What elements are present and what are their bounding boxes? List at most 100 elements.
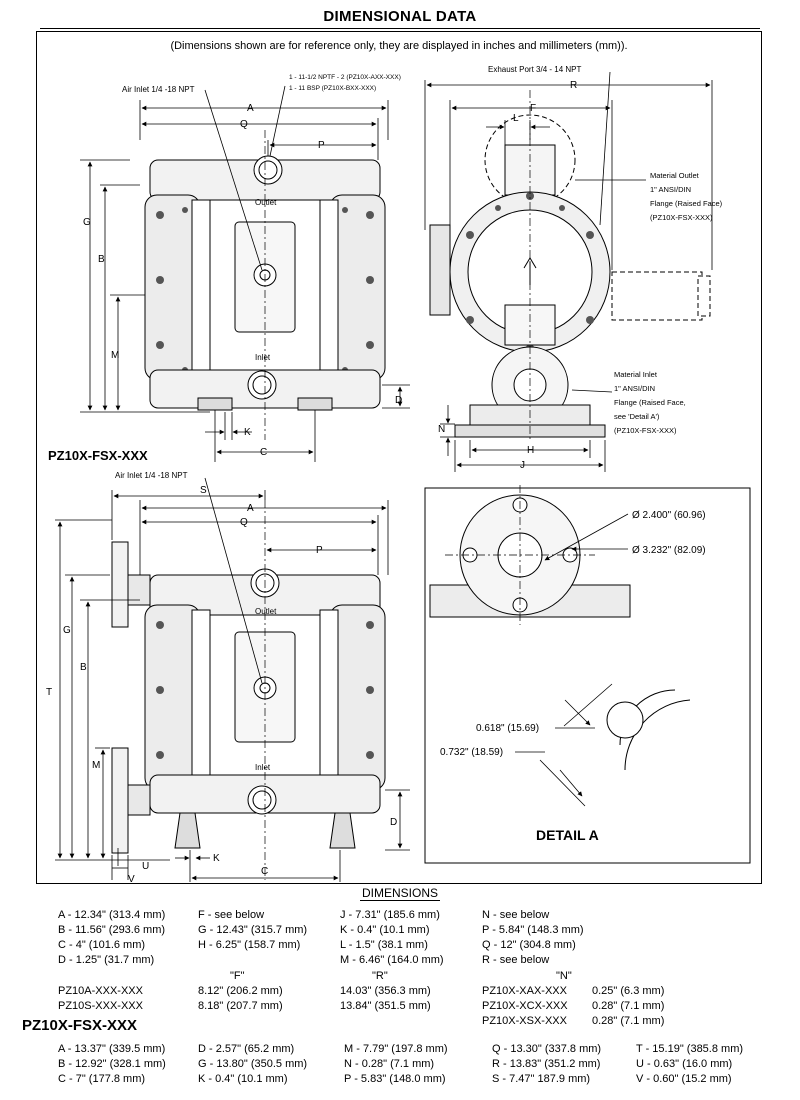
svg-text:0.618" (15.69): 0.618" (15.69) xyxy=(476,723,539,734)
dim-entry: C - 7" (177.8 mm) xyxy=(58,1073,146,1085)
svg-text:Outlet: Outlet xyxy=(255,198,277,207)
dim-entry: D - 2.57" (65.2 mm) xyxy=(198,1043,295,1055)
dimensions-header: DIMENSIONS xyxy=(359,886,440,901)
svg-text:G: G xyxy=(63,625,71,636)
svg-text:Outlet: Outlet xyxy=(255,607,277,616)
svg-text:Q: Q xyxy=(240,119,248,130)
svg-text:0.732" (18.59): 0.732" (18.59) xyxy=(440,747,503,758)
svg-text:S: S xyxy=(200,485,207,496)
dim-entry: H - 6.25" (158.7 mm) xyxy=(198,939,301,951)
col-header-n: "N" xyxy=(556,970,572,982)
detail-a-box xyxy=(424,487,751,864)
svg-text:D: D xyxy=(395,395,402,406)
dim-entry: N - 0.28" (7.1 mm) xyxy=(344,1058,435,1070)
svg-text:Ø 3.232" (82.09): Ø 3.232" (82.09) xyxy=(632,545,706,556)
r-value: 13.84" (351.5 mm) xyxy=(340,1000,431,1012)
dim-entry: R - see below xyxy=(482,954,550,966)
model-code: PZ10A-XXX-XXX xyxy=(58,985,143,997)
n-value: 0.28" (7.1 mm) xyxy=(592,1000,665,1012)
tr-labels: Exhaust Port 3/4 - 14 NPT R F L N H J Ma… xyxy=(438,65,723,471)
detail-a-drawing xyxy=(429,485,691,771)
svg-text:P: P xyxy=(316,545,323,556)
technical-drawing: Air Inlet 1/4 -18 NPT 1 - 11-1/2 NPTF - … xyxy=(46,65,751,885)
svg-text:Q: Q xyxy=(240,517,248,528)
f-value: 8.18" (207.7 mm) xyxy=(198,1000,283,1012)
model-label-flanged-table: PZ10X-FSX-XXX xyxy=(22,1017,138,1034)
col-header-f: "F" xyxy=(230,970,245,982)
dim-entry: D - 1.25" (31.7 mm) xyxy=(58,954,155,966)
front-view-flanged xyxy=(111,500,386,880)
model-code: PZ10X-XAX-XXX xyxy=(482,985,567,997)
svg-text:(PZ10X-FSX-XXX): (PZ10X-FSX-XXX) xyxy=(650,213,713,222)
svg-text:Material Outlet: Material Outlet xyxy=(650,171,700,180)
drawing-frame xyxy=(36,31,762,884)
dim-entry: V - 0.60" (15.2 mm) xyxy=(636,1073,732,1085)
svg-text:Air Inlet 1/4 -18 NPT: Air Inlet 1/4 -18 NPT xyxy=(115,471,188,480)
page-title: DIMENSIONAL DATA xyxy=(323,8,477,25)
svg-text:L: L xyxy=(513,113,519,124)
dim-entry: G - 12.43" (315.7 mm) xyxy=(198,924,308,936)
dim-entry: K - 0.4" (10.1 mm) xyxy=(198,1073,288,1085)
svg-text:A: A xyxy=(247,103,254,114)
svg-text:C: C xyxy=(260,447,267,458)
svg-text:A: A xyxy=(247,503,254,514)
n-value: 0.25" (6.3 mm) xyxy=(592,985,665,997)
title-underline xyxy=(40,28,760,29)
svg-text:1 - 11-1/2 NPTF - 2 (PZ10X-AXX: 1 - 11-1/2 NPTF - 2 (PZ10X-AXX-XXX) xyxy=(289,74,401,81)
dim-entry: B - 12.92" (328.1 mm) xyxy=(58,1058,166,1070)
dim-entry: J - 7.31" (185.6 mm) xyxy=(340,909,440,921)
svg-text:B: B xyxy=(98,254,105,265)
dim-entry: K - 0.4" (10.1 mm) xyxy=(340,924,430,936)
svg-text:Inlet: Inlet xyxy=(255,763,271,772)
svg-text:see 'Detail A'): see 'Detail A') xyxy=(614,412,660,421)
dim-entry: S - 7.47" 187.9 mm) xyxy=(492,1073,591,1085)
svg-text:R: R xyxy=(570,80,577,91)
svg-text:P: P xyxy=(318,140,325,151)
svg-text:1" ANSI/DIN: 1" ANSI/DIN xyxy=(614,384,655,393)
tl-labels: Air Inlet 1/4 -18 NPT 1 - 11-1/2 NPTF - … xyxy=(83,74,402,458)
dim-entry: G - 13.80" (350.5 mm) xyxy=(198,1058,308,1070)
model-label-flanged: PZ10X-FSX-XXX xyxy=(48,448,148,463)
svg-text:Air Inlet 1/4 -18 NPT: Air Inlet 1/4 -18 NPT xyxy=(122,85,195,94)
svg-text:DETAIL A: DETAIL A xyxy=(536,827,599,843)
dim-entry: U - 0.63" (16.0 mm) xyxy=(636,1058,733,1070)
svg-text:Ø 2.400" (60.96): Ø 2.400" (60.96) xyxy=(632,510,706,521)
f-value: 8.12" (206.2 mm) xyxy=(198,985,283,997)
dim-entry: P - 5.83" (148.0 mm) xyxy=(344,1073,446,1085)
dim-entry: Q - 13.30" (337.8 mm) xyxy=(492,1043,602,1055)
svg-text:G: G xyxy=(83,217,91,228)
outlet-flange xyxy=(111,541,129,628)
svg-text:M: M xyxy=(92,760,100,771)
dim-entry: N - see below xyxy=(482,909,550,921)
svg-text:H: H xyxy=(527,445,534,456)
svg-text:K: K xyxy=(213,853,220,864)
col-header-r: "R" xyxy=(372,970,388,982)
dim-entry: Q - 12" (304.8 mm) xyxy=(482,939,576,951)
model-code: PZ10S-XXX-XXX xyxy=(58,1000,143,1012)
svg-text:K: K xyxy=(244,427,251,438)
svg-text:Flange (Raised Face,: Flange (Raised Face, xyxy=(614,398,686,407)
svg-text:Exhaust Port 3/4 - 14 NPT: Exhaust Port 3/4 - 14 NPT xyxy=(488,65,581,74)
dim-entry: L - 1.5" (38.1 mm) xyxy=(340,939,428,951)
svg-text:Flange (Raised Face): Flange (Raised Face) xyxy=(650,199,723,208)
dim-entry: T - 15.19" (385.8 mm) xyxy=(636,1043,744,1055)
dim-entry: A - 13.37" (339.5 mm) xyxy=(58,1043,166,1055)
svg-text:C: C xyxy=(261,866,268,877)
model-code: PZ10X-XCX-XXX xyxy=(482,1000,568,1012)
dim-entry: B - 11.56" (293.6 mm) xyxy=(58,924,166,936)
dim-entry: F - see below xyxy=(198,909,265,921)
svg-text:T: T xyxy=(46,687,52,698)
svg-text:N: N xyxy=(438,424,445,435)
outlet-flange-hidden xyxy=(484,114,576,206)
n-value: 0.28" (7.1 mm) xyxy=(592,1015,665,1027)
svg-text:1" ANSI/DIN: 1" ANSI/DIN xyxy=(650,185,691,194)
r-value: 14.03" (356.3 mm) xyxy=(340,985,431,997)
dim-entry: A - 12.34" (313.4 mm) xyxy=(58,909,166,921)
svg-text:(PZ10X-FSX-XXX): (PZ10X-FSX-XXX) xyxy=(614,426,677,435)
svg-text:J: J xyxy=(520,460,525,471)
front-view-standard xyxy=(144,130,386,440)
svg-text:U: U xyxy=(142,861,149,872)
bl-labels: Air Inlet 1/4 -18 NPT Outlet Inlet S A Q… xyxy=(46,471,397,885)
svg-text:B: B xyxy=(80,662,87,673)
reference-note: (Dimensions shown are for reference only… xyxy=(170,40,628,52)
